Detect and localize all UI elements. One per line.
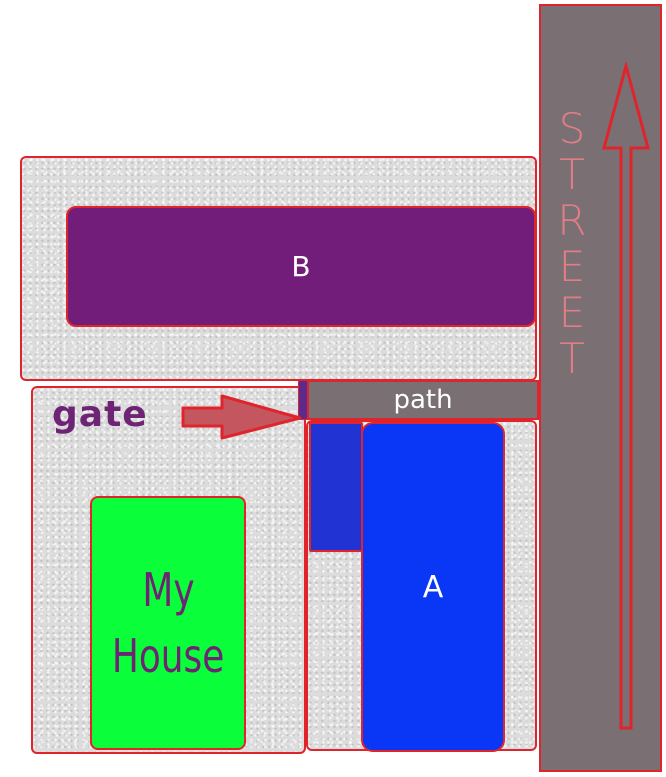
gate-label: gate [52,394,148,435]
my-house-label-line2: House [111,629,225,683]
path: path [307,380,539,420]
up-arrow-icon [602,62,650,730]
gate-post [298,380,308,420]
street: STREET [539,4,662,772]
small-blue-block [309,422,363,552]
my-house-label-line1: My [141,563,195,617]
street-label: STREET [557,104,587,383]
building-a: A [361,422,505,752]
building-b: B [66,206,536,327]
building-a-label: A [422,569,444,605]
my-house: My House [90,496,246,750]
right-arrow-icon [181,394,302,440]
building-b-label: B [291,250,311,283]
path-label: path [393,385,453,415]
